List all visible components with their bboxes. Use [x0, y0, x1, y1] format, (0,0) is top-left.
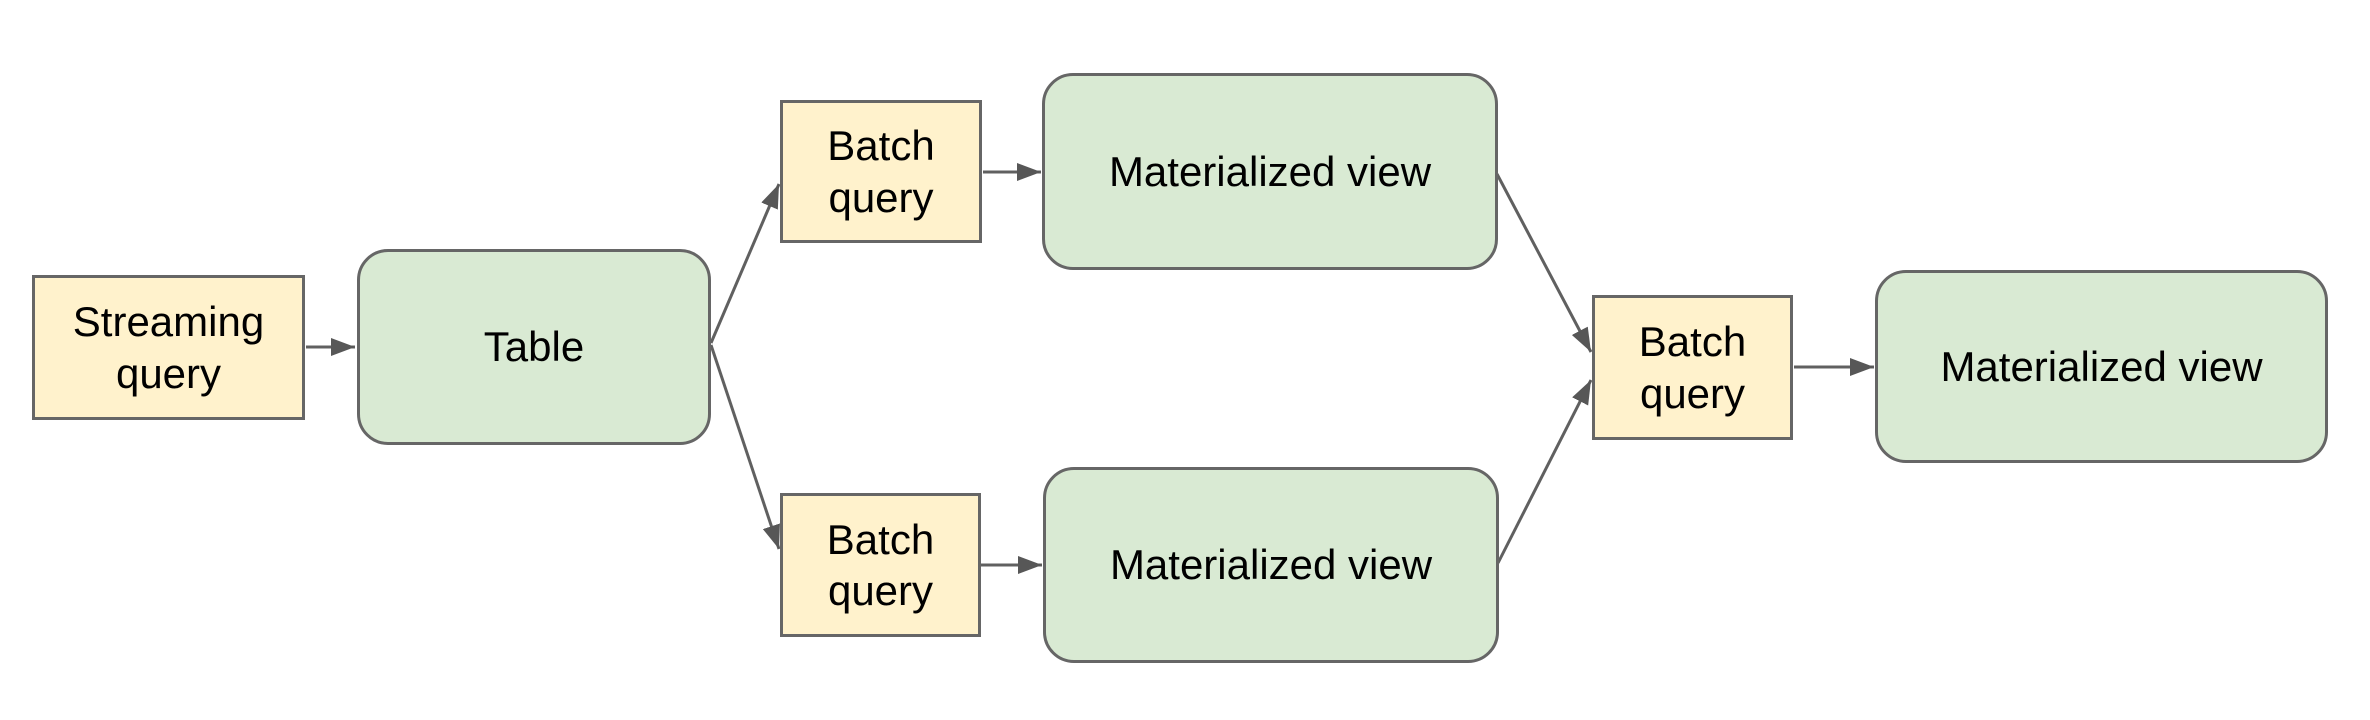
- edge-table-to-batch-query-top: [709, 183, 781, 344]
- node-materialized-view-top: Materialized view: [1042, 73, 1498, 270]
- node-label: Materialized view: [1109, 541, 1433, 589]
- node-label: Streaming query: [72, 298, 265, 397]
- node-materialized-view-final: Materialized view: [1875, 270, 2328, 463]
- node-label: Batch query: [826, 515, 935, 614]
- node-batch-query-bottom: Batch query: [780, 493, 981, 637]
- node-label: Materialized view: [1940, 342, 2263, 390]
- edge-materialized-view-bottom-to-batch-query-final: [1496, 379, 1593, 564]
- edge-table-to-batch-query-bottom: [709, 344, 781, 550]
- node-label: Batch query: [827, 122, 935, 221]
- node-batch-query-top: Batch query: [780, 100, 982, 243]
- node-label: Materialized view: [1108, 147, 1432, 195]
- node-batch-query-final: Batch query: [1592, 295, 1793, 440]
- node-label: Batch query: [1638, 318, 1747, 417]
- node-label: Table: [483, 323, 585, 371]
- edge-materialized-view-top-to-batch-query-final: [1495, 173, 1593, 353]
- node-streaming-query: Streaming query: [32, 275, 305, 420]
- node-table: Table: [357, 249, 711, 445]
- node-materialized-view-bottom: Materialized view: [1043, 467, 1499, 663]
